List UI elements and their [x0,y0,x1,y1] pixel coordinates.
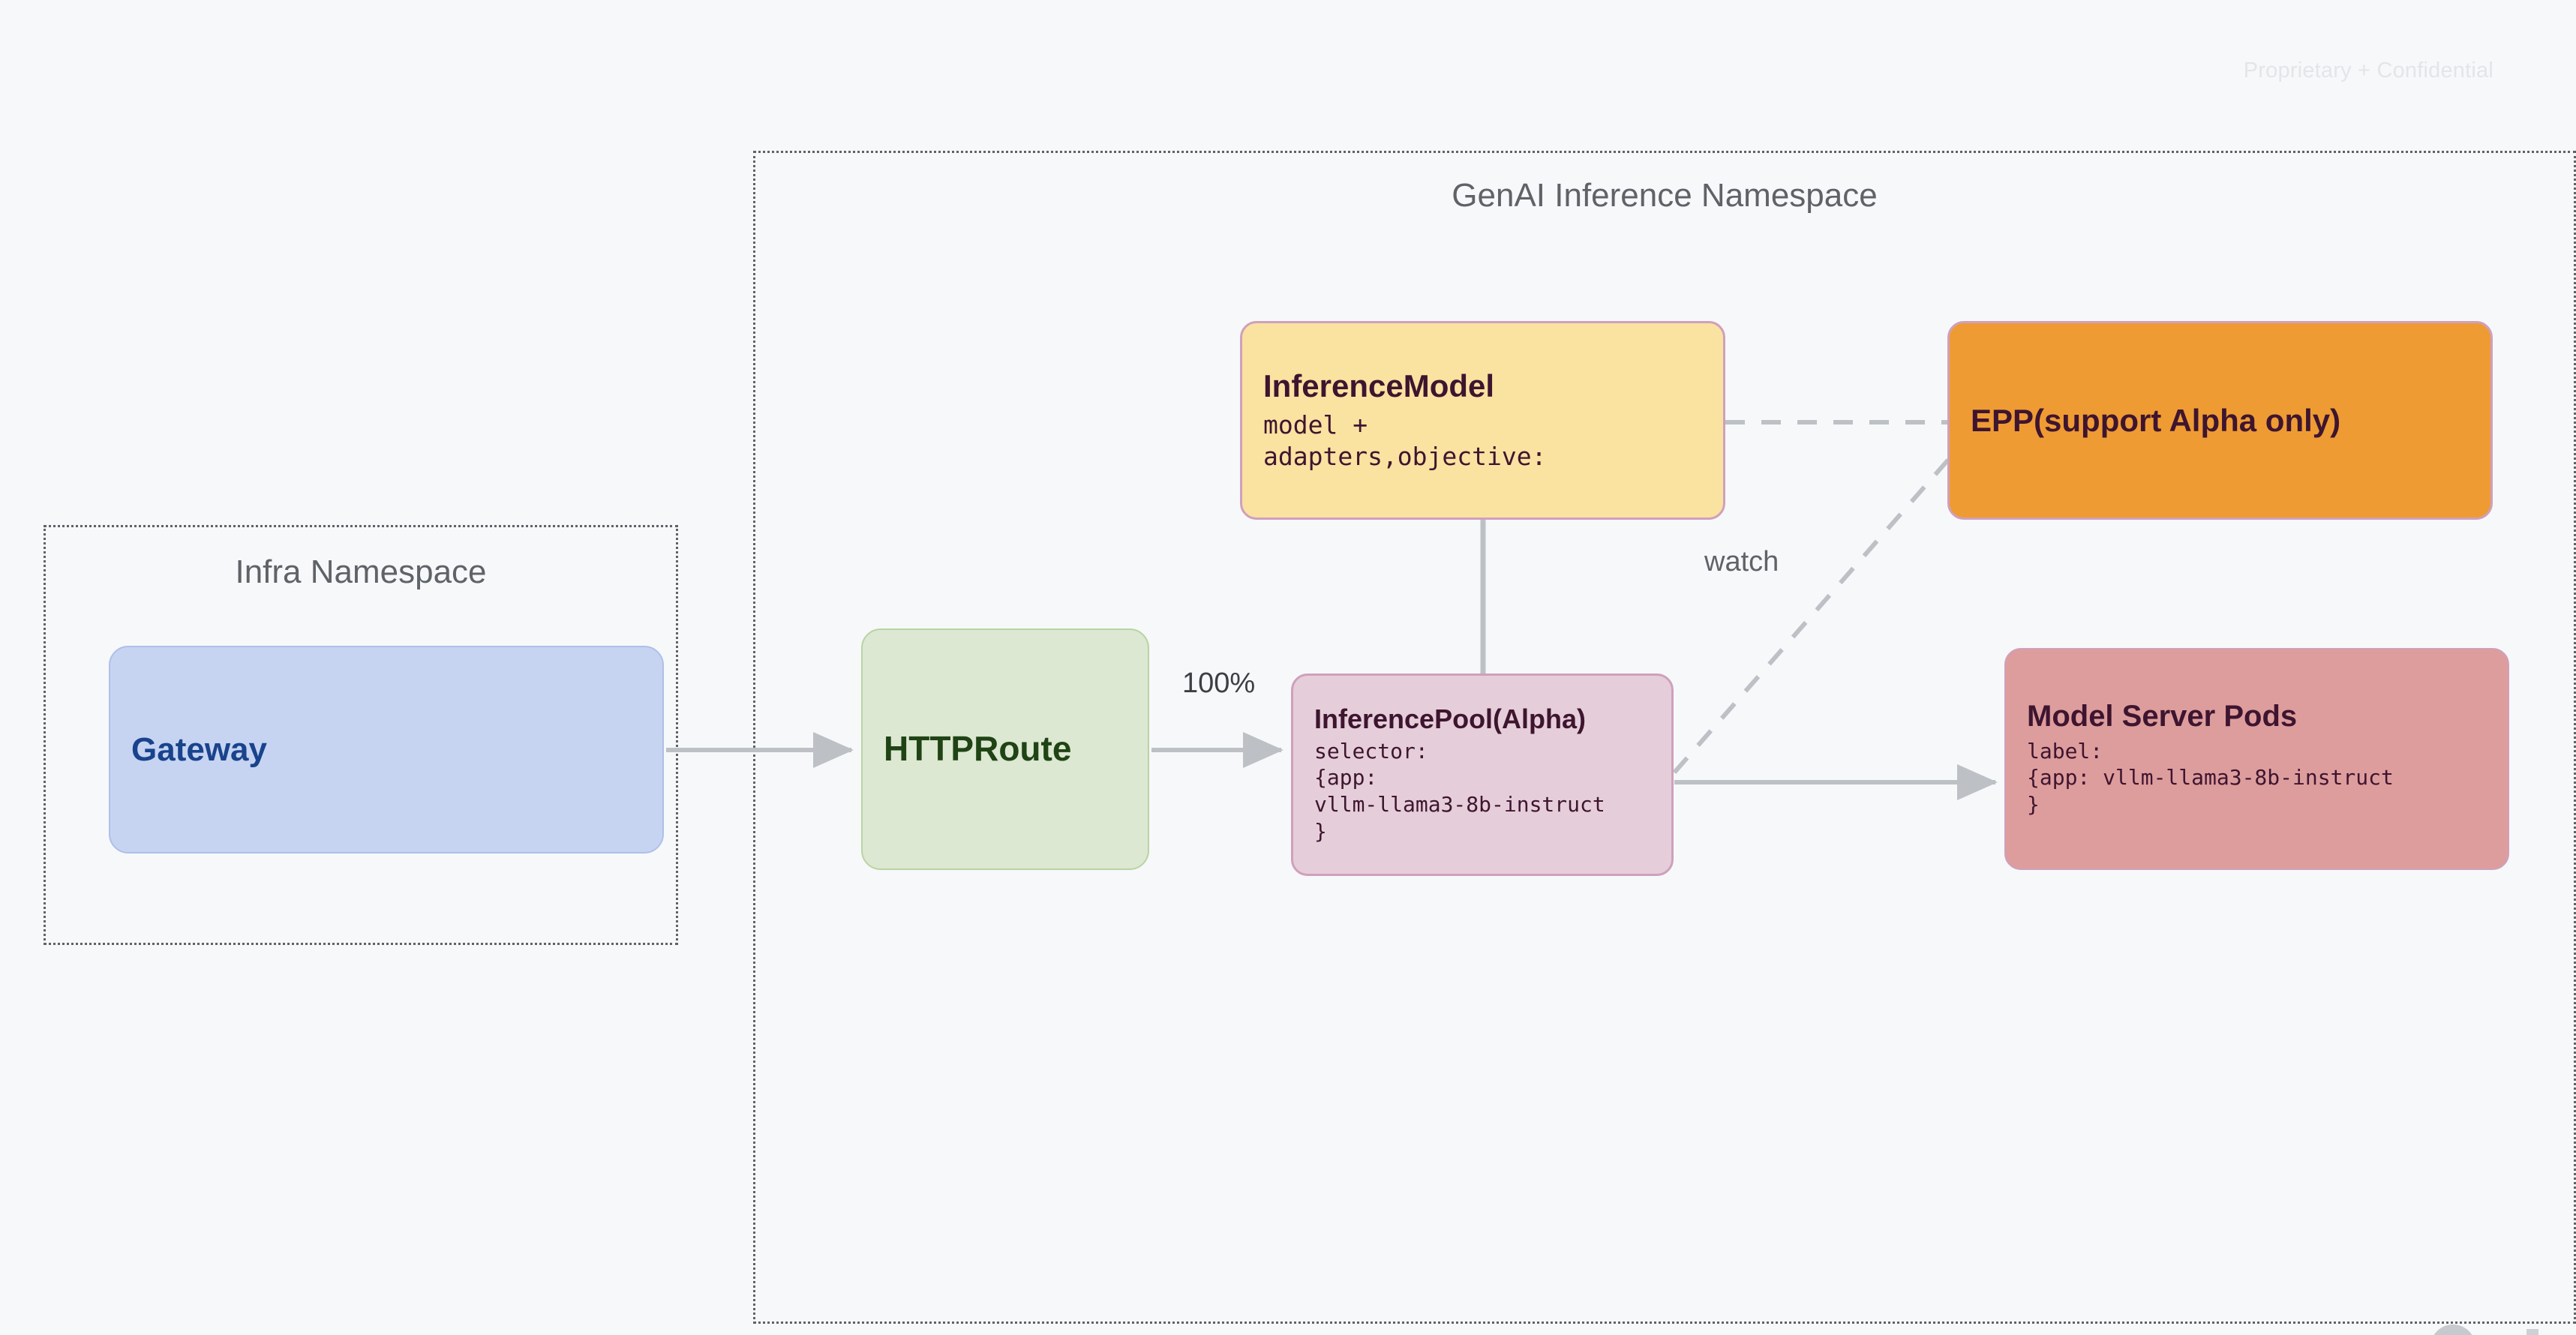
node-model-server-pods-title: Model Server Pods [2027,699,2298,733]
node-epp[interactable]: EPP(support Alpha only) [1947,321,2493,520]
node-httproute[interactable]: HTTPRoute [861,628,1149,870]
node-inferencepool-spec: selector: {app: vllm-llama3-8b-instruct … [1314,738,1605,844]
infra-namespace-container [44,525,678,945]
cropped-shape-artifact-secondary [2526,1329,2538,1335]
confidential-watermark: Proprietary + Confidential [2243,58,2493,82]
node-inferencemodel-title: InferenceModel [1263,368,1495,404]
genai-inference-namespace-container [753,151,2576,1324]
node-inferencepool-title: InferencePool(Alpha) [1314,704,1587,735]
infra-namespace-title: Infra Namespace [235,554,487,590]
node-inferencemodel[interactable]: InferenceModel model + adapters,objectiv… [1240,321,1725,520]
node-inferencemodel-spec: model + adapters,objective: [1263,410,1547,472]
genai-inference-namespace-title: GenAI Inference Namespace [1452,177,1878,214]
node-gateway[interactable]: Gateway [109,646,664,854]
edge-label-watch: watch [1704,546,1779,578]
node-model-server-pods[interactable]: Model Server Pods label: {app: vllm-llam… [2004,648,2509,870]
cropped-shape-artifact [2430,1324,2475,1335]
node-epp-title: EPP(support Alpha only) [1971,402,2341,438]
node-gateway-title: Gateway [131,730,267,768]
node-inferencepool[interactable]: InferencePool(Alpha) selector: {app: vll… [1291,674,1674,876]
edge-label-traffic-weight: 100% [1182,668,1256,699]
node-model-server-pods-spec: label: {app: vllm-llama3-8b-instruct } [2027,738,2394,818]
node-httproute-title: HTTPRoute [884,729,1072,769]
